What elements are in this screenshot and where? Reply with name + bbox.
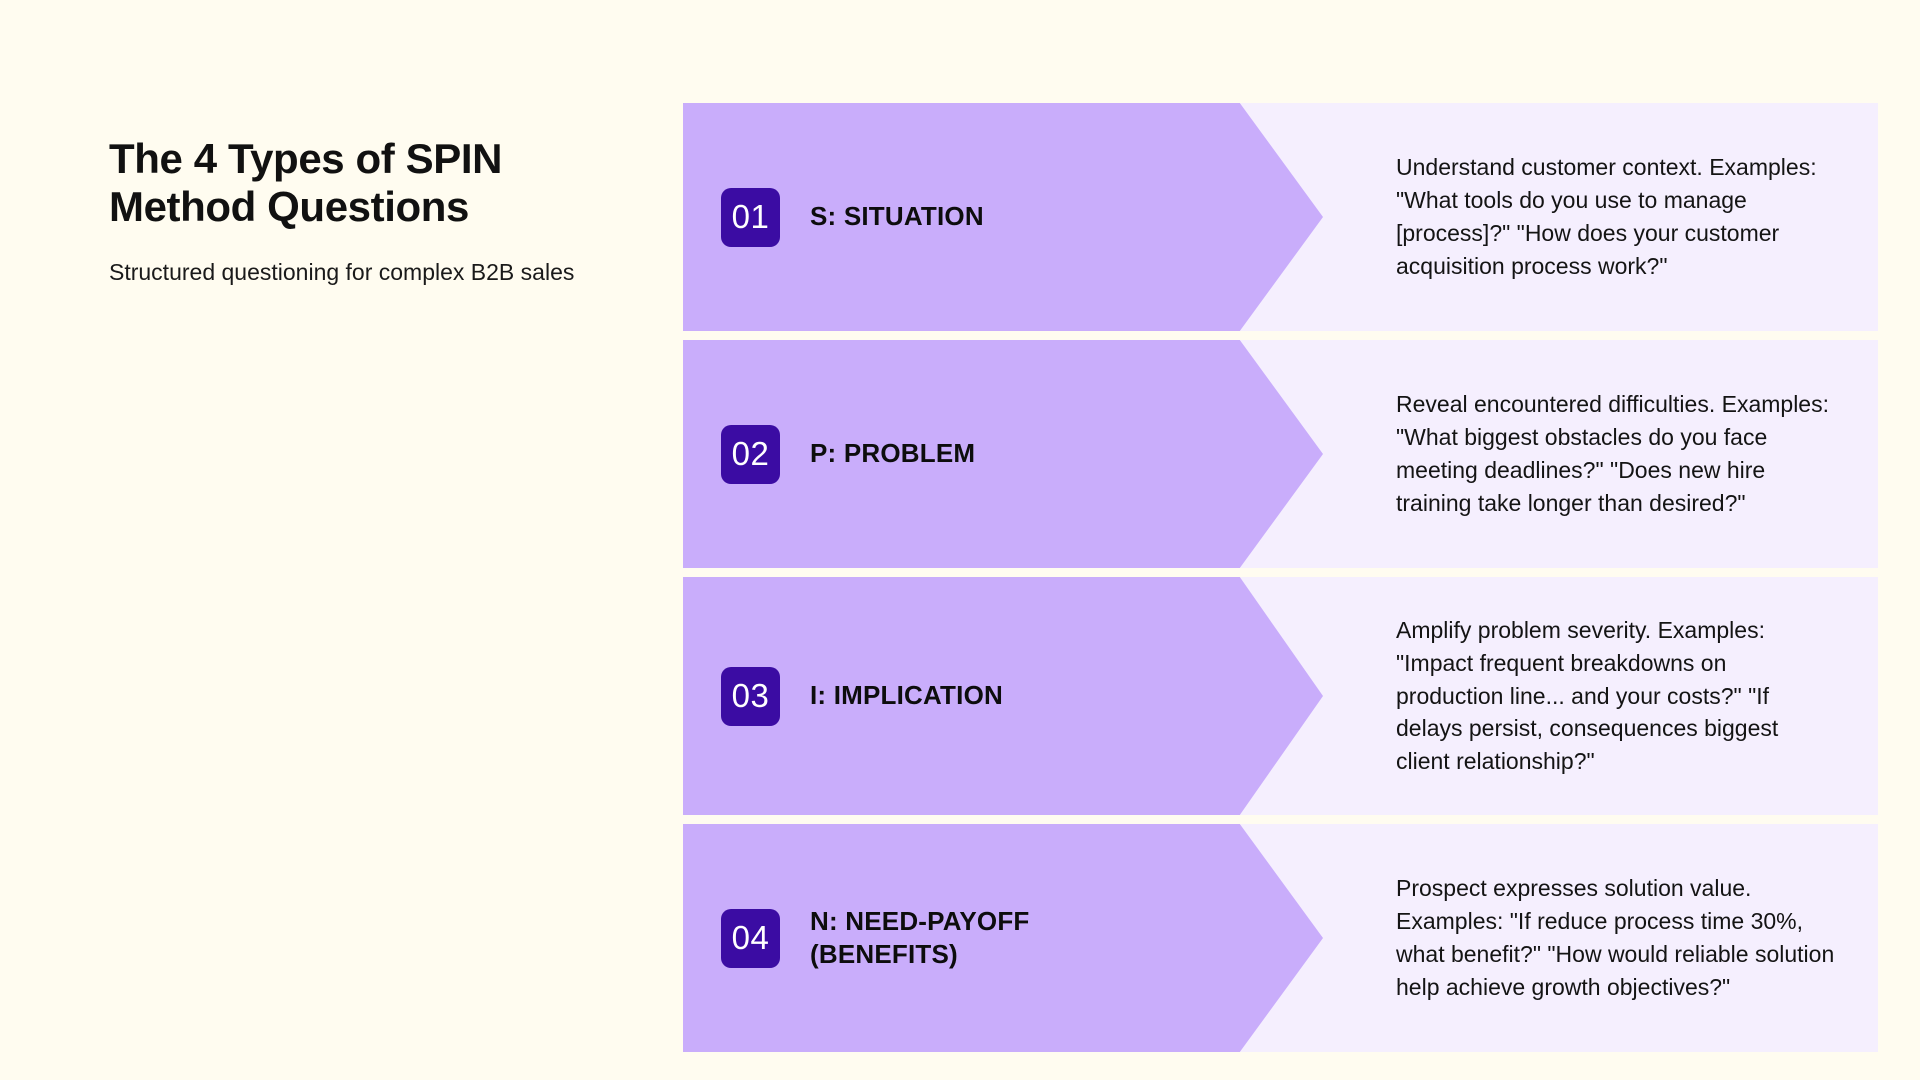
chevron-band: 03 I: IMPLICATION bbox=[683, 577, 1323, 815]
list-item: 04 N: NEED-PAYOFF (BENEFITS) Prospect ex… bbox=[683, 824, 1878, 1052]
step-number-badge: 03 bbox=[721, 666, 780, 726]
header-block: The 4 Types of SPIN Method Questions Str… bbox=[109, 135, 629, 288]
description-area: Amplify problem severity. Examples: "Imp… bbox=[1323, 577, 1878, 815]
chevron-band: 01 S: SITUATION bbox=[683, 103, 1323, 331]
page-title: The 4 Types of SPIN Method Questions bbox=[109, 135, 503, 230]
step-number-badge: 04 bbox=[721, 908, 780, 968]
description-area: Prospect expresses solution value. Examp… bbox=[1323, 824, 1878, 1052]
step-number-badge: 01 bbox=[721, 187, 780, 247]
page-subtitle: Structured questioning for complex B2B s… bbox=[109, 258, 575, 285]
list-item: 03 I: IMPLICATION Amplify problem severi… bbox=[683, 577, 1878, 815]
description-area: Understand customer context. Examples: "… bbox=[1323, 103, 1878, 331]
chevron-band: 02 P: PROBLEM bbox=[683, 340, 1323, 568]
description-text: Prospect expresses solution value. Examp… bbox=[1396, 875, 1835, 1000]
step-label: N: NEED-PAYOFF (BENEFITS) bbox=[810, 905, 1030, 969]
chevron-band: 04 N: NEED-PAYOFF (BENEFITS) bbox=[683, 824, 1323, 1052]
spin-rows-list: 01 S: SITUATION Understand customer cont… bbox=[683, 103, 1878, 1052]
description-text: Reveal encountered difficulties. Example… bbox=[1396, 391, 1829, 516]
list-item: 01 S: SITUATION Understand customer cont… bbox=[683, 103, 1878, 331]
description-text: Understand customer context. Examples: "… bbox=[1396, 154, 1817, 279]
description-text: Amplify problem severity. Examples: "Imp… bbox=[1396, 616, 1779, 775]
step-label: P: PROBLEM bbox=[810, 438, 976, 469]
list-item: 02 P: PROBLEM Reveal encountered difficu… bbox=[683, 340, 1878, 568]
step-label: I: IMPLICATION bbox=[810, 680, 1003, 711]
description-area: Reveal encountered difficulties. Example… bbox=[1323, 340, 1878, 568]
step-number-badge: 02 bbox=[721, 424, 780, 484]
step-label: S: SITUATION bbox=[810, 201, 984, 232]
